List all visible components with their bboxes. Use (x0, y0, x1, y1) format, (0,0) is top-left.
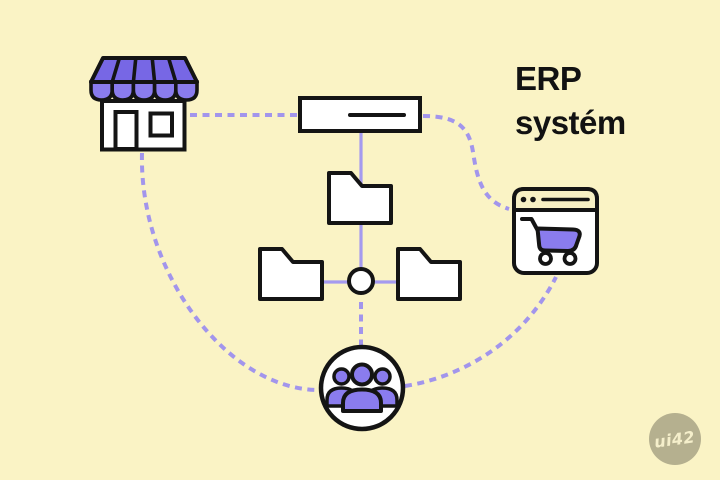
erp-box-dash (348, 113, 406, 117)
store-icon (89, 56, 199, 152)
users-to-browser-dotted-arc (404, 276, 558, 388)
user-figure-center (341, 362, 383, 413)
browser-dot-1 (520, 196, 527, 203)
logo-text: ui42 (653, 426, 697, 452)
users-icon (318, 344, 406, 432)
folder-icon-top (327, 171, 393, 225)
folder-icon-left (258, 247, 324, 301)
folder-icon-right (396, 247, 462, 301)
hub-node (347, 267, 375, 295)
page-title: ERP systém (515, 57, 705, 145)
cart-icon (520, 217, 582, 266)
store-awning (89, 56, 199, 102)
browser-dot-2 (530, 196, 536, 203)
browser-icon (512, 187, 599, 275)
title-line-1: ERP (515, 60, 582, 97)
store-door (113, 110, 139, 151)
title-line-2: systém (515, 104, 626, 141)
erp-box (298, 96, 422, 133)
logo-badge: ui42 (649, 413, 701, 465)
store-window (148, 111, 174, 138)
erpbox-to-browser-dotted-curve (422, 114, 510, 211)
